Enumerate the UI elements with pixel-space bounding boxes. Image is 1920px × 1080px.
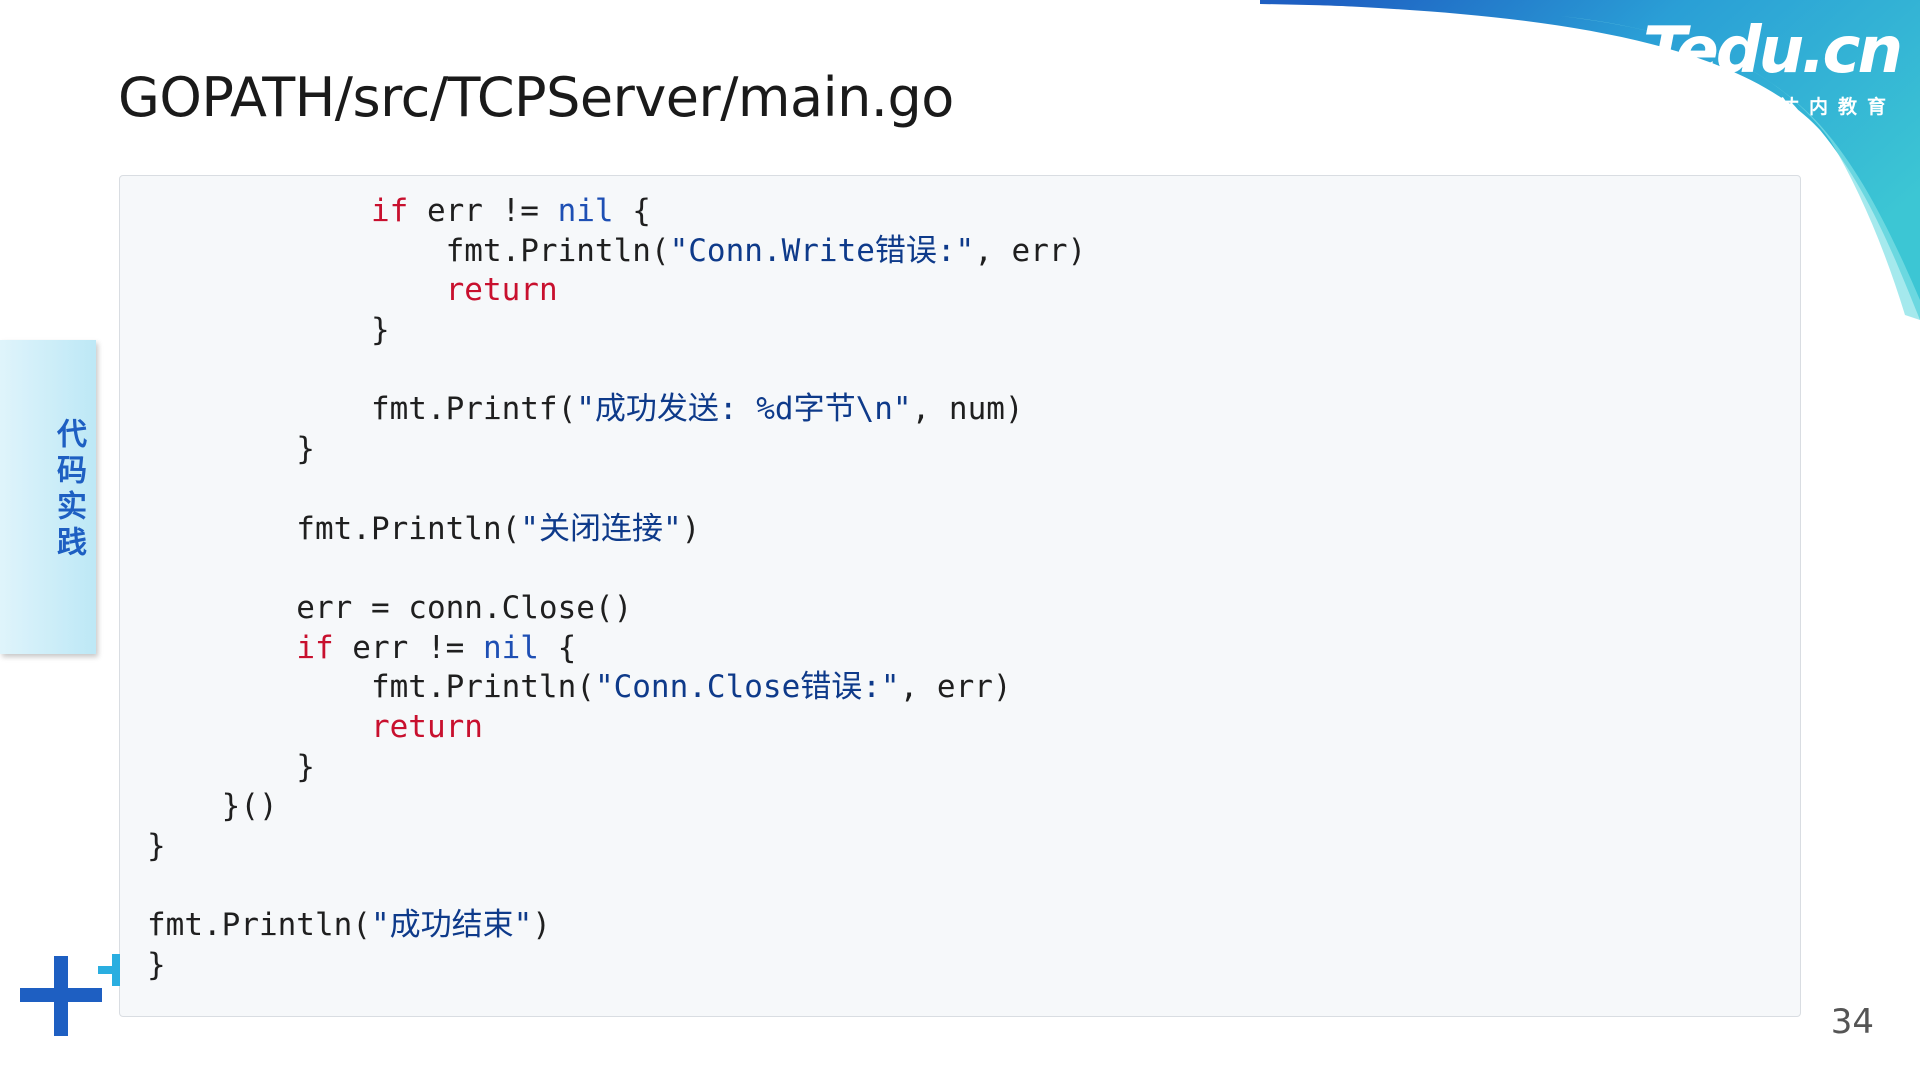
- code-panel: if err != nil { fmt.Println("Conn.Write错…: [119, 175, 1801, 1017]
- plus-icon: [20, 954, 120, 1036]
- code-line: if err != nil {: [147, 629, 1086, 669]
- code-line: [147, 867, 1086, 907]
- brand-banner: [1260, 0, 1920, 320]
- brand-logo: Tedu.cn 达内教育: [1634, 14, 1903, 124]
- code-line: fmt.Println("关闭连接"): [147, 510, 1086, 550]
- code-token: , err): [899, 669, 1012, 706]
- code-line: return: [147, 271, 1086, 311]
- code-token-str: "Conn.Write错误:": [669, 232, 975, 269]
- brand-band-main: [1320, 0, 1920, 320]
- code-token: fmt.Printf(: [147, 391, 577, 428]
- code-token: err !=: [333, 629, 483, 666]
- code-token: [147, 630, 296, 666]
- code-token: {: [538, 629, 577, 666]
- code-token: fmt.Println(: [147, 232, 670, 269]
- brand-band-light: [1560, 16, 1920, 320]
- code-token: [147, 272, 446, 308]
- code-line: return: [147, 708, 1086, 748]
- code-token: }: [147, 947, 166, 984]
- code-token-kw: return: [370, 708, 483, 745]
- code-token-nil: nil: [557, 193, 614, 229]
- page-number: 34: [1830, 1002, 1874, 1042]
- side-tab: 代码实践: [0, 340, 96, 654]
- code-token: , num): [911, 391, 1024, 428]
- code-token-str: "成功结束": [370, 907, 533, 944]
- code-line: }(): [147, 787, 1086, 827]
- code-line: }: [147, 946, 1086, 986]
- code-token: }(): [147, 788, 278, 825]
- code-token: [147, 193, 371, 229]
- code-token-nil: nil: [482, 629, 539, 666]
- code-line: fmt.Println("成功结束"): [147, 906, 1086, 946]
- code-token: fmt.Println(: [147, 510, 521, 547]
- code-token-kw: if: [296, 629, 334, 666]
- code-token: fmt.Println(: [147, 907, 371, 944]
- code-line: [147, 549, 1086, 589]
- code-token: }: [147, 431, 315, 468]
- code-line: [147, 470, 1086, 510]
- code-token-str: "Conn.Close错误:": [594, 669, 900, 706]
- code-token-kw: if: [370, 193, 409, 229]
- code-token: err !=: [408, 193, 558, 229]
- code-token-str: "成功发送: %d字节\n": [576, 391, 912, 428]
- brand-tagline: 达内教育: [1779, 96, 1896, 118]
- code-token-str: "关闭连接": [520, 510, 682, 547]
- code-token: ): [532, 907, 551, 944]
- side-tab-label: 代码实践: [51, 418, 86, 562]
- code-line: }: [147, 430, 1086, 470]
- code-token: }: [147, 312, 390, 349]
- code-token: ): [681, 510, 701, 547]
- code-line: }: [147, 311, 1086, 351]
- code-line: [147, 351, 1086, 391]
- code-line: }: [147, 748, 1086, 788]
- code-token: fmt.Println(: [147, 669, 595, 706]
- code-line: fmt.Println("Conn.Write错误:", err): [147, 232, 1087, 272]
- code-line: err = conn.Close(): [147, 589, 1086, 629]
- code-token: [147, 709, 371, 745]
- code-token: err = conn.Close(): [147, 589, 633, 626]
- brand-wordmark: Tedu.cn: [1643, 14, 1903, 88]
- code-line: fmt.Printf("成功发送: %d字节\n", num): [147, 390, 1086, 430]
- code-token: }: [147, 748, 315, 785]
- code-token-kw: return: [445, 272, 558, 309]
- code-token: }: [147, 828, 166, 864]
- code-line: fmt.Println("Conn.Close错误:", err): [147, 668, 1086, 708]
- code-block: if err != nil { fmt.Println("Conn.Write错…: [147, 192, 1086, 986]
- slide-title: GOPATH/src/TCPServer/main.go: [118, 66, 954, 129]
- code-token: , err): [974, 232, 1087, 269]
- code-token: {: [613, 193, 651, 229]
- code-line: }: [147, 827, 1086, 867]
- code-line: if err != nil {: [147, 192, 1086, 232]
